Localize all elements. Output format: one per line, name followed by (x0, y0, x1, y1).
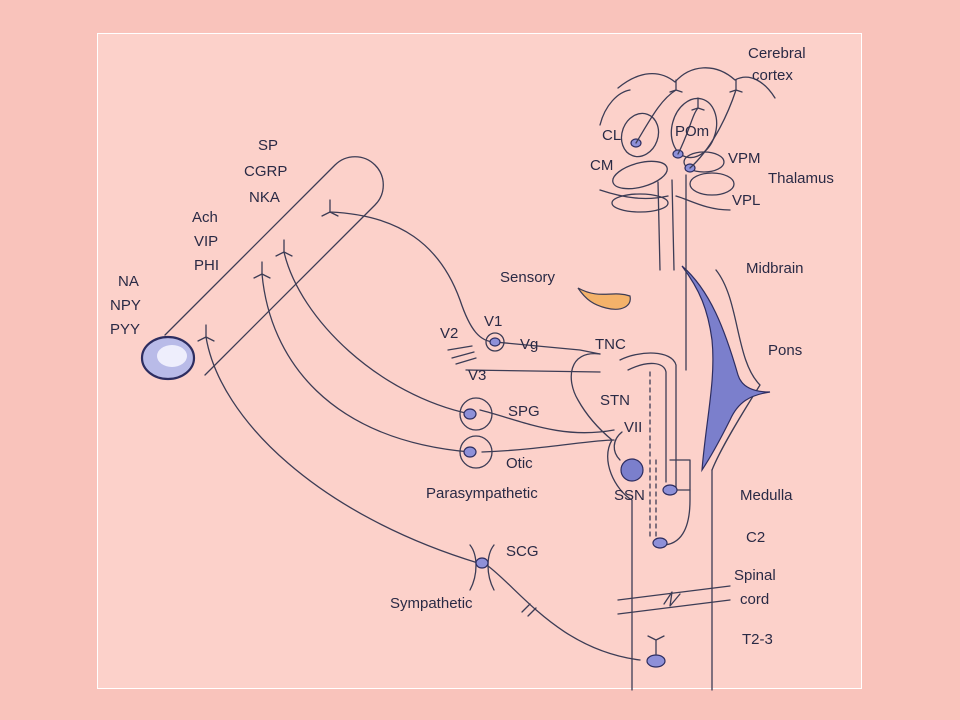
label-sensory: Sensory (500, 269, 556, 286)
spg-neuron (463, 408, 477, 420)
brainstem-left-edge (607, 439, 633, 691)
label-c2: C2 (746, 529, 765, 546)
label-medulla: Medulla (740, 487, 793, 504)
vii-loop (613, 431, 623, 461)
ascending-tract (657, 179, 675, 271)
scg-neuron (475, 557, 489, 569)
diagram-panel (97, 33, 862, 689)
label-cortex: cortex (752, 67, 793, 84)
label-sympathetic: Sympathetic (390, 595, 473, 612)
otic-neuron (463, 446, 477, 458)
ascending-pathway (619, 174, 691, 546)
label-midbrain: Midbrain (746, 260, 804, 277)
otic-ganglion-outline (459, 435, 493, 469)
label-t2-3: T2-3 (742, 631, 773, 648)
fibre-break-mark (521, 603, 537, 617)
sensory-nerve-ending (321, 199, 339, 217)
label-ach: Ach (192, 209, 218, 226)
label-spg: SPG (508, 403, 540, 420)
sensory-ending-shape (577, 287, 631, 310)
cortex-left-fold (599, 89, 631, 126)
cortex-outline (617, 67, 776, 99)
label-ssn: SSN (614, 487, 645, 504)
preganglionic-sympathetic-fibre (487, 565, 641, 661)
label-parasympathetic: Parasympathetic (426, 485, 538, 502)
label-v3: V3 (468, 367, 486, 384)
labels: Cerebral cortex CL POm CM VPM Thalamus V… (110, 45, 834, 648)
pons-outline (711, 269, 761, 471)
label-cm: CM (590, 157, 613, 174)
label-na: NA (118, 273, 139, 290)
otic-postganglionic-fibre (261, 273, 471, 453)
sensory-fibre (329, 211, 496, 343)
spinal-cord-section-lines (617, 585, 731, 615)
cm-nucleus (612, 160, 668, 190)
v2-branch (447, 345, 477, 365)
label-scg: SCG (506, 543, 539, 560)
label-sp: SP (258, 137, 278, 154)
spg-postganglionic-fibre (283, 251, 471, 415)
vpm-cortical-projection (689, 89, 737, 169)
v3-branch (465, 369, 601, 373)
label-spinal: Spinal (734, 567, 776, 584)
vpl-nucleus (689, 172, 735, 196)
tnc-projection-outer (619, 352, 677, 491)
ssn-neuron (620, 458, 644, 482)
label-cl: CL (602, 127, 621, 144)
cerebral-cortex (599, 67, 776, 169)
label-cgrp: CGRP (244, 163, 287, 180)
label-cord: cord (740, 591, 769, 608)
label-stn: STN (600, 392, 630, 409)
label-vii: VII (624, 419, 642, 436)
otic-preganglionic-fibre (481, 439, 615, 453)
thalamus-lower-nucleus (611, 193, 669, 213)
label-vpm: VPM (728, 150, 761, 167)
label-phi: PHI (194, 257, 219, 274)
medulla-neuron (662, 484, 678, 496)
label-pyy: PYY (110, 321, 140, 338)
spg-ganglion-outline (459, 397, 493, 431)
label-pons: Pons (768, 342, 802, 359)
label-pom: POm (675, 123, 709, 140)
label-otic: Otic (506, 455, 533, 472)
blood-vessel (140, 156, 384, 381)
label-v2: V2 (440, 325, 458, 342)
scg-postganglionic-fibre (205, 336, 479, 564)
label-v1: V1 (484, 313, 502, 330)
thalamus-base-lines (599, 189, 731, 211)
trigeminal-ganglion-neuron (489, 337, 501, 347)
vessel-lumen-highlight (157, 345, 187, 367)
brainstem-nucleus-shape (681, 265, 771, 473)
spinal-cord-break-mark (663, 591, 681, 607)
cl-nucleus (620, 112, 660, 158)
scg-ganglion-outline (469, 544, 495, 591)
spg-preganglionic-fibre (479, 409, 615, 434)
c2-projection-loop (661, 459, 691, 546)
cl-cortical-projection (635, 89, 677, 144)
label-npy: NPY (110, 297, 141, 314)
t2-3-fibre-ending (647, 635, 665, 655)
tnc-outline (570, 353, 613, 441)
brainstem (570, 265, 771, 691)
thalamus (599, 97, 735, 213)
label-thalamus: Thalamus (768, 170, 834, 187)
c2-neuron (652, 537, 668, 549)
label-nka: NKA (249, 189, 280, 206)
label-cerebral: Cerebral (748, 45, 806, 62)
label-vg: Vg (520, 336, 538, 353)
label-vpl: VPL (732, 192, 760, 209)
t2-3-neuron (646, 654, 666, 668)
nerve-fibres (205, 211, 641, 661)
label-tnc: TNC (595, 336, 626, 353)
label-vip: VIP (194, 233, 218, 250)
trigeminal-root (494, 341, 601, 355)
pom-cortical-projection (677, 107, 699, 155)
trigeminal-ganglion-outline (485, 332, 505, 352)
ganglia (459, 332, 505, 591)
tnc-projection-inner (627, 362, 667, 483)
